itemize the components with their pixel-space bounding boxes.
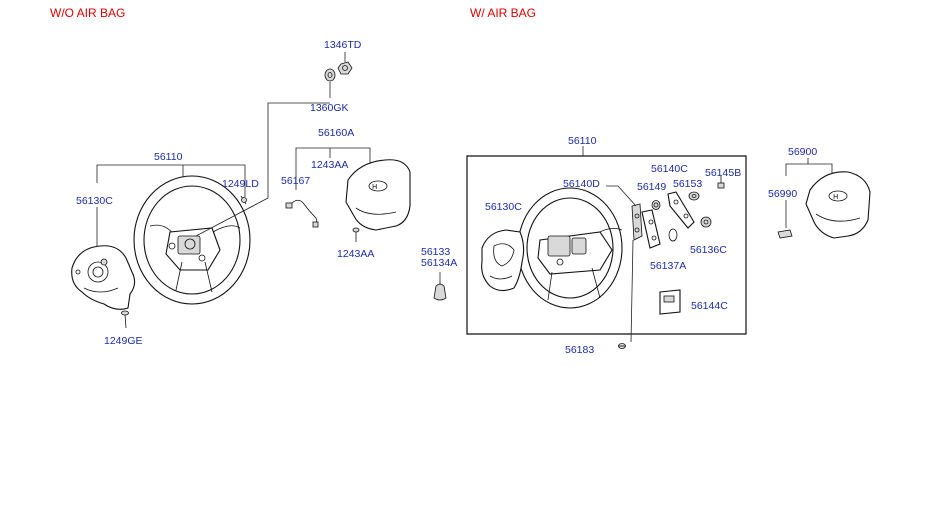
label-56130C-left: 56130C bbox=[76, 195, 113, 207]
nut-1346TD bbox=[337, 52, 353, 75]
plate-56137A bbox=[641, 209, 661, 249]
steering-wheel-right bbox=[517, 187, 623, 309]
label-56183: 56183 bbox=[565, 344, 594, 356]
leader-1360GK-hub bbox=[195, 102, 330, 237]
label-1243AA-bottom: 1243AA bbox=[337, 248, 374, 260]
plate-56153 bbox=[667, 191, 695, 229]
harness-56167 bbox=[285, 199, 319, 228]
bushing-56140C bbox=[688, 191, 700, 201]
label-56167: 56167 bbox=[281, 175, 310, 187]
bracket-56144C bbox=[659, 289, 681, 315]
horn-cover-56130C-right bbox=[481, 229, 525, 292]
label-56110-left: 56110 bbox=[154, 151, 183, 163]
label-1249LD: 1249LD bbox=[222, 178, 259, 190]
tag-56990 bbox=[777, 200, 793, 239]
cover-56160A: H bbox=[345, 159, 411, 231]
label-56149: 56149 bbox=[637, 181, 666, 193]
ring-56137A bbox=[668, 228, 678, 242]
svg-text:H: H bbox=[372, 183, 377, 191]
svg-text:H: H bbox=[833, 193, 838, 201]
section-title-without-airbag: W/O AIR BAG bbox=[50, 6, 125, 20]
connector-56133 bbox=[433, 272, 447, 301]
label-56990: 56990 bbox=[768, 188, 797, 200]
screw-1243AA bbox=[352, 227, 360, 242]
screw-1249GE bbox=[121, 310, 129, 329]
steering-wheel-left bbox=[133, 175, 251, 305]
label-56153: 56153 bbox=[673, 178, 702, 190]
label-56136C: 56136C bbox=[690, 244, 727, 256]
bolt-56145B bbox=[717, 176, 725, 189]
label-1243AA-top: 1243AA bbox=[311, 159, 348, 171]
nut-56136C bbox=[700, 216, 712, 228]
label-56144C: 56144C bbox=[691, 300, 728, 312]
label-56110-right: 56110 bbox=[568, 135, 597, 147]
label-1346TD: 1346TD bbox=[324, 39, 362, 51]
screw-56183 bbox=[618, 343, 626, 349]
screw-1249LD bbox=[240, 195, 247, 205]
label-56137A: 56137A bbox=[650, 260, 686, 272]
bracket-56110-left bbox=[96, 164, 246, 197]
label-56145B: 56145B bbox=[705, 167, 741, 179]
label-56133: 56133 bbox=[421, 246, 450, 258]
label-1249GE: 1249GE bbox=[104, 335, 143, 347]
airbag-module-56900: H bbox=[785, 158, 871, 239]
bracket-56160A bbox=[295, 147, 371, 190]
label-56900: 56900 bbox=[788, 146, 817, 158]
label-56130C-right: 56130C bbox=[485, 201, 522, 213]
spring-56149 bbox=[651, 200, 661, 210]
label-1360GK: 1360GK bbox=[310, 102, 349, 114]
label-56140D: 56140D bbox=[563, 178, 600, 190]
label-56134A: 56134A bbox=[421, 257, 457, 269]
horn-pad-56130C-left bbox=[71, 207, 136, 310]
label-56140C: 56140C bbox=[651, 163, 688, 175]
assembly-frame bbox=[466, 155, 747, 335]
section-title-with-airbag: W/ AIR BAG bbox=[470, 6, 536, 20]
label-56160A: 56160A bbox=[318, 127, 354, 139]
clip-56140D bbox=[606, 185, 643, 343]
washer-1360GK bbox=[324, 68, 336, 98]
